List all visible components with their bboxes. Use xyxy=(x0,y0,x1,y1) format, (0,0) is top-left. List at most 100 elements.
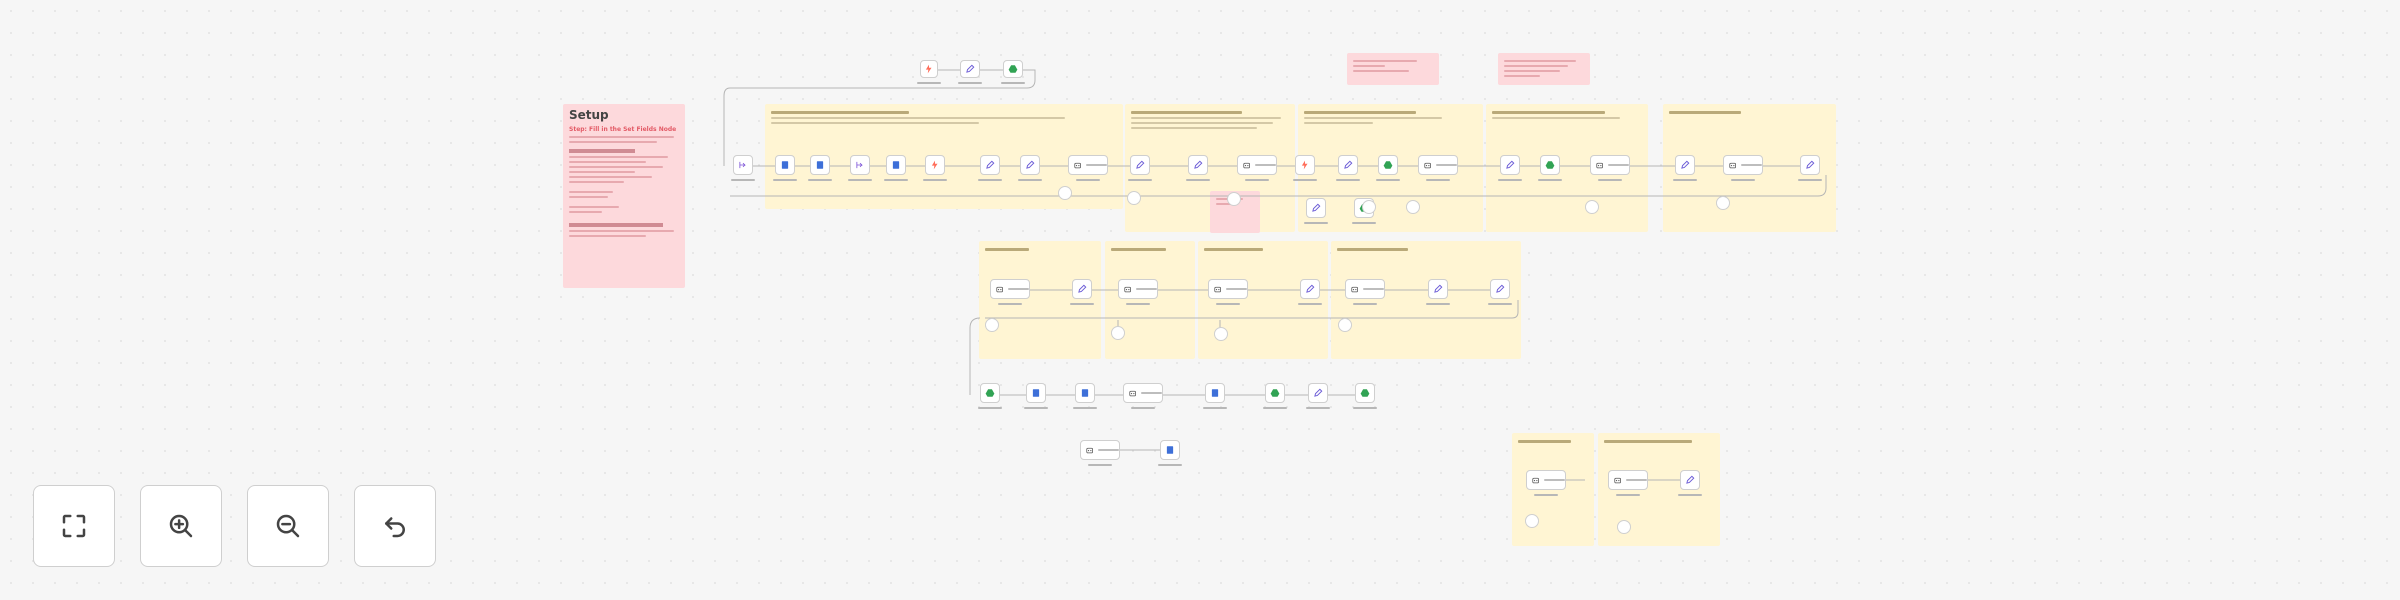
workflow-node[interactable] xyxy=(1072,279,1092,299)
node-label xyxy=(1158,464,1182,466)
doc-icon xyxy=(781,161,789,169)
zoom-in-button[interactable] xyxy=(140,485,222,567)
fit-view-button[interactable] xyxy=(33,485,115,567)
sub-node[interactable] xyxy=(1338,318,1352,332)
workflow-node[interactable] xyxy=(1355,383,1375,403)
workflow-node[interactable] xyxy=(1300,279,1320,299)
workflow-node[interactable] xyxy=(733,155,753,175)
workflow-node[interactable] xyxy=(1306,198,1326,218)
workflow-node[interactable] xyxy=(1800,155,1820,175)
workflow-node[interactable] xyxy=(1130,155,1150,175)
workflow-node[interactable] xyxy=(1208,279,1248,299)
workflow-node[interactable] xyxy=(810,155,830,175)
workflow-node[interactable] xyxy=(1003,60,1023,78)
workflow-node[interactable] xyxy=(1428,279,1448,299)
section-note[interactable] xyxy=(1198,241,1328,359)
sub-node[interactable] xyxy=(1617,520,1631,534)
workflow-node[interactable] xyxy=(1118,279,1158,299)
robot-icon xyxy=(1214,286,1221,293)
section-note[interactable] xyxy=(979,241,1101,359)
workflow-node[interactable] xyxy=(1080,440,1120,460)
workflow-node[interactable] xyxy=(1265,383,1285,403)
workflow-node[interactable] xyxy=(1075,383,1095,403)
section-note[interactable] xyxy=(1105,241,1195,359)
workflow-node[interactable] xyxy=(1295,155,1315,175)
node-label xyxy=(1131,407,1155,409)
node-label xyxy=(958,82,982,84)
sub-node[interactable] xyxy=(1362,200,1376,214)
sub-node[interactable] xyxy=(1058,186,1072,200)
workflow-node[interactable] xyxy=(1020,155,1040,175)
workflow-node[interactable] xyxy=(960,60,980,78)
sub-node[interactable] xyxy=(1525,514,1539,528)
workflow-node[interactable] xyxy=(1490,279,1510,299)
zoom-out-button[interactable] xyxy=(247,485,329,567)
node-label xyxy=(1426,303,1450,305)
workflow-node[interactable] xyxy=(1723,155,1763,175)
sub-node[interactable] xyxy=(1585,200,1599,214)
workflow-node[interactable] xyxy=(775,155,795,175)
sub-node[interactable] xyxy=(1127,191,1141,205)
workflow-node[interactable] xyxy=(1345,279,1385,299)
workflow-node[interactable] xyxy=(1590,155,1630,175)
workflow-node[interactable] xyxy=(1418,155,1458,175)
sub-node[interactable] xyxy=(1111,326,1125,340)
node-label xyxy=(998,303,1022,305)
workflow-node[interactable] xyxy=(1378,155,1398,175)
workflow-node[interactable] xyxy=(1675,155,1695,175)
workflow-node[interactable] xyxy=(1068,155,1108,175)
node-label xyxy=(1678,494,1702,496)
workflow-node[interactable] xyxy=(850,155,870,175)
node-label xyxy=(773,179,797,181)
node-label xyxy=(1073,407,1097,409)
workflow-node[interactable] xyxy=(1338,155,1358,175)
merge-icon xyxy=(739,161,746,169)
section-note[interactable] xyxy=(1331,241,1521,359)
pen-icon xyxy=(1078,284,1087,293)
workflow-node[interactable] xyxy=(1540,155,1560,175)
drive-icon xyxy=(985,389,995,397)
node-label xyxy=(1353,407,1377,409)
sub-node[interactable] xyxy=(1406,200,1420,214)
trigger-icon xyxy=(925,64,932,74)
sub-node[interactable] xyxy=(985,318,999,332)
workflow-node[interactable] xyxy=(1188,155,1208,175)
node-label xyxy=(1216,303,1240,305)
node-label xyxy=(1263,407,1287,409)
setup-red-heading: Step: Fill in the Set Fields Node xyxy=(569,126,677,133)
node-label xyxy=(1128,179,1152,181)
info-note[interactable] xyxy=(1498,53,1590,85)
workflow-node[interactable] xyxy=(1526,470,1566,490)
sub-node[interactable] xyxy=(1227,192,1241,206)
workflow-node[interactable] xyxy=(1026,383,1046,403)
sub-node[interactable] xyxy=(1214,327,1228,341)
robot-icon xyxy=(1424,162,1431,169)
workflow-node[interactable] xyxy=(1680,470,1700,490)
workflow-node[interactable] xyxy=(1237,155,1277,175)
workflow-node[interactable] xyxy=(925,155,945,175)
pen-icon xyxy=(1344,160,1353,169)
workflow-node[interactable] xyxy=(1160,440,1180,460)
workflow-node[interactable] xyxy=(1123,383,1163,403)
workflow-node[interactable] xyxy=(1500,155,1520,175)
workflow-node[interactable] xyxy=(1608,470,1648,490)
setup-note[interactable]: Setup Step: Fill in the Set Fields Node xyxy=(563,104,685,288)
pen-icon xyxy=(1194,160,1203,169)
info-note[interactable] xyxy=(1347,53,1439,85)
workflow-node[interactable] xyxy=(1205,383,1225,403)
workflow-node[interactable] xyxy=(920,60,938,78)
workflow-node[interactable] xyxy=(980,383,1000,403)
pen-icon xyxy=(966,64,975,73)
workflow-node[interactable] xyxy=(886,155,906,175)
node-label xyxy=(1126,303,1150,305)
undo-button[interactable] xyxy=(354,485,436,567)
sub-node[interactable] xyxy=(1716,196,1730,210)
workflow-node[interactable] xyxy=(1308,383,1328,403)
node-label xyxy=(1673,179,1697,181)
node-label xyxy=(1616,494,1640,496)
node-label xyxy=(1024,407,1048,409)
workflow-node[interactable] xyxy=(990,279,1030,299)
trigger-icon xyxy=(1301,160,1308,170)
workflow-node[interactable] xyxy=(980,155,1000,175)
